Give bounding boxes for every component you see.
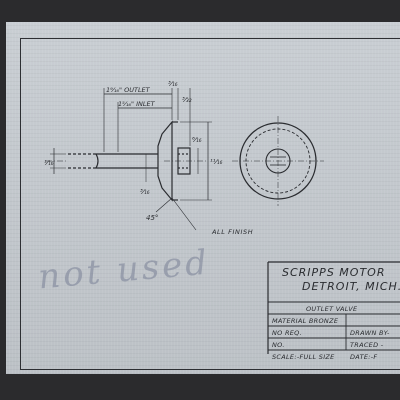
title-date: DATE:-F (350, 353, 378, 361)
head-dia-label: ⁶⁄₁₆ (192, 136, 202, 144)
left-dia-label: ¹⁄₁₆ (44, 159, 54, 167)
sheet-border (20, 38, 400, 370)
title-city: DETROIT, MICH. (302, 280, 400, 293)
flange-dia-label: ¹¹⁄₁₆ (210, 158, 223, 166)
top-dim-a: ³⁄₁₆ (168, 80, 178, 88)
outlet-dim-label: 1⁹⁄₁₆" OUTLET (106, 86, 151, 94)
finish-note: ALL FINISH (211, 228, 253, 236)
title-scale: SCALE:-FULL SIZE (272, 353, 335, 361)
title-traced: TRACED - (350, 341, 384, 349)
drawing-sheet: 1⁹⁄₁₆" OUTLET 1⁵⁄₁₆" INLET ³⁄₁₆ ³⁄₃₂ ¹⁄₁… (6, 22, 400, 374)
title-no-req: NO REQ. (272, 329, 302, 337)
title-drawn-by: DRAWN BY- (350, 329, 390, 337)
title-no: NO. (272, 341, 285, 349)
title-company: SCRIPPS MOTOR (282, 266, 386, 279)
top-dim-b: ³⁄₃₂ (182, 96, 192, 104)
title-part-name: OUTLET VALVE (306, 305, 358, 313)
chamfer-label: 45° (146, 214, 158, 222)
stem-dia-label: ³⁄₁₆ (140, 188, 150, 196)
valve-drawing: 1⁹⁄₁₆" OUTLET 1⁵⁄₁₆" INLET ³⁄₁₆ ³⁄₃₂ ¹⁄₁… (44, 80, 400, 354)
inlet-dim-label: 1⁵⁄₁₆" INLET (118, 100, 156, 108)
title-material: MATERIAL BRONZE (272, 317, 339, 325)
